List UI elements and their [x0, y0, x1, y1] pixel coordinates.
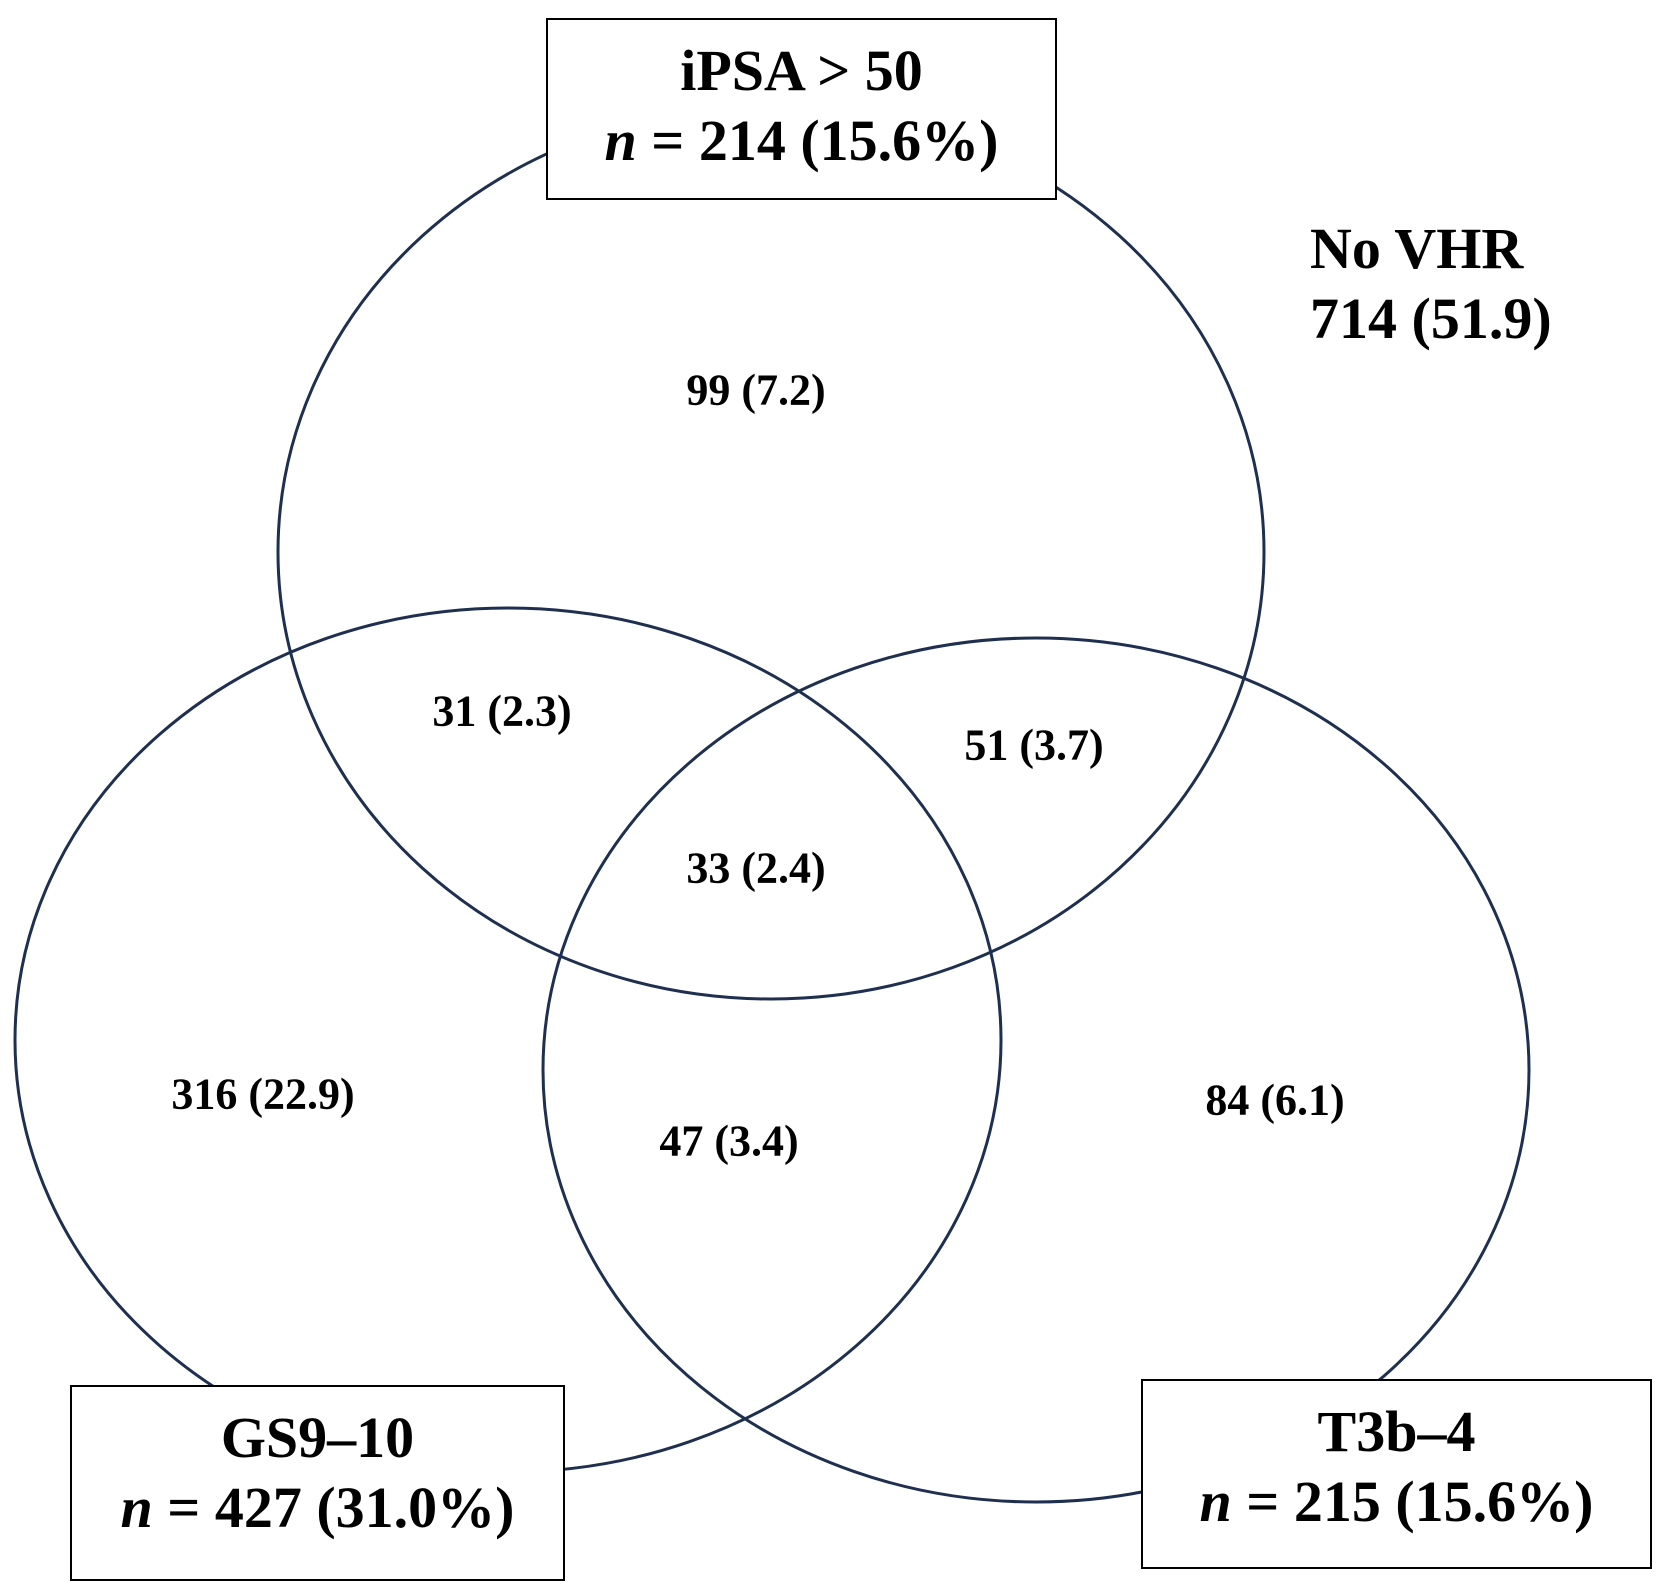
region-gs-t3b: 47 (3.4)	[659, 1116, 799, 1166]
region-ipsa-only: 99 (7.2)	[686, 365, 826, 415]
set-name-t3b: T3b–4	[1317, 1399, 1476, 1464]
set-label-ipsa: iPSA > 50 n = 214 (15.6%)	[546, 18, 1057, 200]
region-t3b-only: 84 (6.1)	[1205, 1075, 1345, 1125]
circle-gs	[13, 606, 1003, 1474]
set-name-ipsa: iPSA > 50	[680, 38, 923, 103]
set-count-gs: n = 427 (31.0%)	[120, 1475, 515, 1540]
region-ipsa-t3b: 51 (3.7)	[964, 720, 1104, 770]
circle-t3b	[541, 636, 1531, 1504]
set-count-t3b: n = 215 (15.6%)	[1199, 1469, 1594, 1534]
set-label-gs: GS9–10 n = 427 (31.0%)	[70, 1385, 565, 1581]
region-gs-only: 316 (22.9)	[171, 1069, 355, 1119]
set-name-gs: GS9–10	[220, 1405, 415, 1470]
region-all-three: 33 (2.4)	[686, 843, 826, 893]
region-ipsa-gs: 31 (2.3)	[432, 686, 572, 736]
no-vhr-label: No VHR 714 (51.9)	[1310, 214, 1552, 354]
no-vhr-count: 714 (51.9)	[1310, 286, 1552, 351]
set-label-t3b: T3b–4 n = 215 (15.6%)	[1141, 1379, 1652, 1569]
set-count-ipsa: n = 214 (15.6%)	[604, 108, 999, 173]
no-vhr-title: No VHR	[1310, 216, 1524, 281]
